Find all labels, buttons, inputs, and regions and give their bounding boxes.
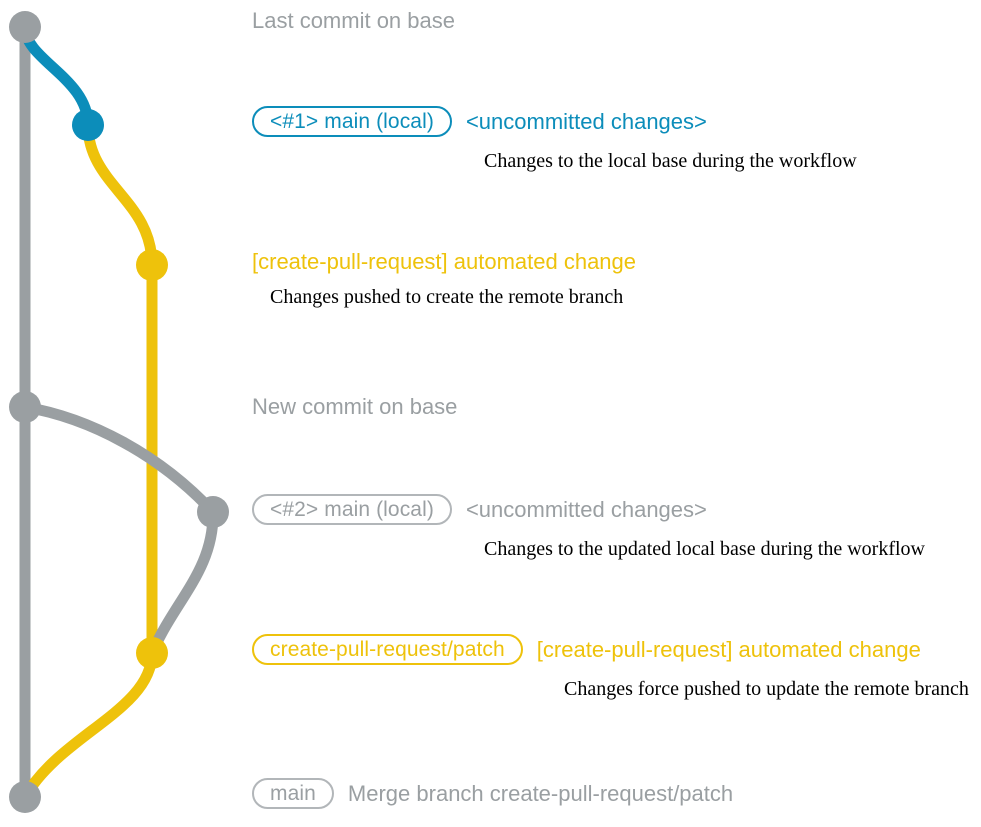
commit-subject: Last commit on base <box>252 8 455 33</box>
commit-row-new-commit: New commit on base <box>252 396 457 418</box>
node-remote-2[interactable] <box>136 637 168 669</box>
commit-row-main-line: <#1> main (local) <uncommitted changes> <box>252 106 857 137</box>
commit-note: Changes to the updated local base during… <box>484 538 925 560</box>
ref-badge-main[interactable]: main <box>252 778 334 809</box>
commit-row-main-line: New commit on base <box>252 396 457 418</box>
commit-subject: <uncommitted changes> <box>465 108 707 134</box>
node-base-new[interactable] <box>9 391 41 423</box>
commit-subject: New commit on base <box>252 394 458 419</box>
edge-remote-branch-1 <box>82 119 158 659</box>
commit-row-automated-1: [create-pull-request] automated change C… <box>252 251 636 308</box>
ref-badge-create-pull-request-patch[interactable]: create-pull-request/patch <box>252 634 523 665</box>
commit-subject: <uncommitted changes> <box>465 496 707 522</box>
ref-badge-main-local-2[interactable]: <#2> main (local) <box>252 494 452 525</box>
commit-row-merge: main Merge branch create-pull-request/pa… <box>252 778 733 809</box>
commit-row-local-1: <#1> main (local) <uncommitted changes> … <box>252 106 857 171</box>
node-local-1[interactable] <box>72 109 104 141</box>
commit-note: Changes to the local base during the wor… <box>484 150 857 172</box>
edge-local-2-to-remote-2 <box>146 506 219 659</box>
commit-subject: [create-pull-request] automated change <box>252 249 637 274</box>
commit-row-main-line: [create-pull-request] automated change <box>252 251 636 273</box>
commit-subject: Merge branch create-pull-request/patch <box>347 780 734 806</box>
node-base-top[interactable] <box>9 11 41 43</box>
node-local-2[interactable] <box>197 496 229 528</box>
node-base-merge[interactable] <box>9 781 41 813</box>
commit-row-last-commit: Last commit on base <box>252 10 455 32</box>
edge-local-branch-1 <box>19 21 94 131</box>
commit-row-main-line: Last commit on base <box>252 10 455 32</box>
git-graph-canvas <box>9 11 229 813</box>
commit-note: Changes force pushed to update the remot… <box>564 678 969 700</box>
commit-row-main-line: create-pull-request/patch [create-pull-r… <box>252 634 969 665</box>
edge-local-branch-2 <box>19 401 219 518</box>
commit-row-local-2: <#2> main (local) <uncommitted changes> … <box>252 494 925 559</box>
ref-badge-main-local-1[interactable]: <#1> main (local) <box>252 106 452 137</box>
commit-subject: [create-pull-request] automated change <box>536 636 921 662</box>
edge-merge-into-base <box>19 647 158 803</box>
commit-row-main-line: main Merge branch create-pull-request/pa… <box>252 778 733 809</box>
commit-row-main-line: <#2> main (local) <uncommitted changes> <box>252 494 925 525</box>
commit-note: Changes pushed to create the remote bran… <box>270 286 624 308</box>
commit-row-automated-2: create-pull-request/patch [create-pull-r… <box>252 634 969 699</box>
node-remote-1[interactable] <box>136 249 168 281</box>
